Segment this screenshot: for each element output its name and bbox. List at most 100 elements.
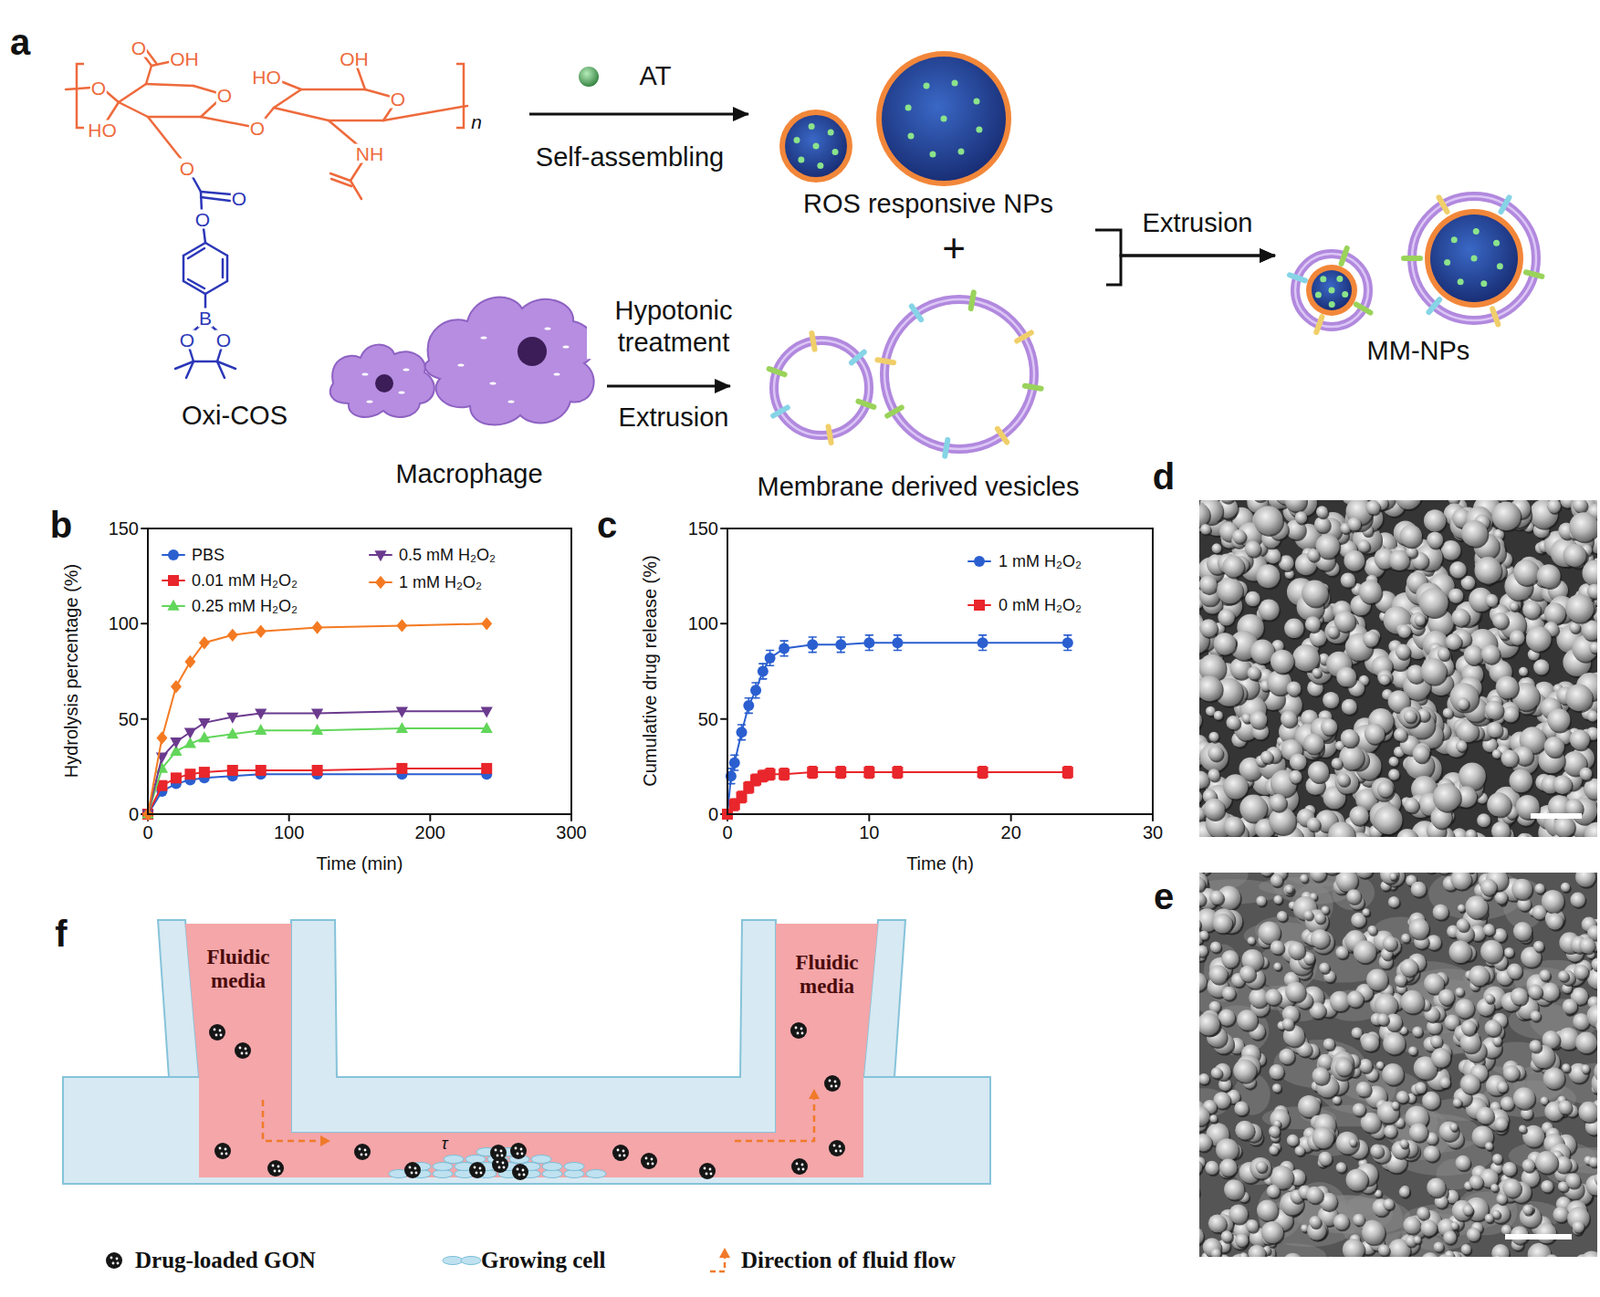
data-marker: [750, 684, 762, 696]
drug-dot: [1493, 240, 1500, 247]
sem-particle: [1341, 699, 1358, 715]
sem-particle: [1419, 587, 1449, 617]
sem-particle: [1504, 947, 1515, 958]
data-marker: [311, 709, 324, 721]
drug-dot: [793, 136, 800, 144]
data-marker: [757, 666, 769, 678]
membrane-protein: [1341, 248, 1348, 264]
sem-particle: [1307, 548, 1319, 561]
sem-particle: [1199, 501, 1210, 527]
sem-particle: [1203, 798, 1225, 820]
data-marker: [977, 766, 989, 778]
sem-particle: [1223, 816, 1245, 837]
drug-dot: [972, 98, 980, 105]
error-bar: [979, 649, 987, 652]
np-shell: [779, 109, 853, 183]
drug-dot: [1319, 275, 1327, 283]
sem-particle: [1449, 561, 1467, 579]
sem-particle: [1322, 691, 1339, 709]
sem-particle: [1464, 829, 1476, 837]
drug-dot: [929, 150, 936, 157]
sem-particle: [1426, 531, 1444, 548]
error-bar: [731, 754, 739, 757]
sem-particle: [1327, 626, 1339, 638]
sem-particle: [1544, 602, 1567, 625]
sem-particle: [1451, 608, 1470, 628]
data-marker: [863, 766, 875, 778]
error-bar: [893, 634, 901, 637]
sem-particle: [1565, 594, 1594, 623]
sem-particle: [1509, 601, 1519, 611]
data-marker: [312, 764, 324, 776]
sem-particle: [1388, 768, 1400, 780]
data-marker: [255, 624, 267, 638]
data-marker: [806, 638, 818, 650]
cell-granule: [490, 381, 497, 385]
membrane-protein: [1024, 386, 1042, 389]
membrane-protein: [1492, 308, 1498, 325]
membrane-protein: [877, 359, 894, 363]
np-core: [784, 115, 848, 178]
data-line: [147, 711, 487, 815]
np-core: [1430, 214, 1518, 303]
sem-particle: [1336, 667, 1357, 688]
error-bar: [759, 662, 767, 665]
np-shell: [876, 51, 1012, 187]
data-marker: [977, 637, 989, 649]
membrane-core: [1411, 196, 1537, 321]
data-marker: [198, 766, 210, 778]
cell-granule: [508, 399, 515, 403]
sem-particle: [1284, 618, 1304, 638]
sem-particle: [1537, 564, 1561, 588]
error-bar: [780, 639, 788, 642]
sem-particle: [1244, 540, 1262, 557]
drug-dot: [832, 148, 839, 156]
sem-particle: [1312, 668, 1322, 678]
sem-particle: [1579, 767, 1592, 781]
sem-particle: [1552, 774, 1572, 795]
sem-particle: [1563, 543, 1587, 567]
data-marker: [170, 679, 182, 693]
ros-nanoparticle: [876, 51, 1012, 187]
axis-tick: [867, 814, 870, 821]
bond-line: [118, 83, 147, 103]
drug-dot: [908, 132, 915, 139]
membrane-protein: [944, 439, 948, 457]
membrane-protein: [811, 333, 815, 350]
data-marker: [226, 727, 239, 739]
sem-particle: [1292, 644, 1319, 671]
sem-particle: [1222, 555, 1245, 578]
data-marker: [481, 616, 492, 630]
membrane-protein: [1403, 255, 1421, 262]
bond-line: [350, 160, 364, 181]
sem-particle: [1307, 816, 1321, 831]
sem-particle: [1200, 523, 1212, 535]
sem-particle: [1217, 608, 1235, 627]
drug-dot: [975, 126, 983, 134]
membrane-ring: [884, 299, 1035, 450]
sem-particle: [1364, 723, 1385, 744]
sem-particle: [1476, 813, 1491, 827]
drug-dot: [1443, 259, 1451, 266]
cell-nucleus: [375, 374, 394, 393]
bond-line: [147, 115, 201, 119]
np-shell: [1306, 264, 1358, 316]
error-bar: [766, 649, 774, 652]
data-marker: [778, 768, 790, 780]
data-marker: [184, 655, 196, 669]
sem-particle: [1289, 752, 1308, 771]
sem-particle: [1249, 711, 1267, 729]
data-marker: [311, 723, 324, 735]
data-marker: [198, 731, 210, 743]
sem-particle: [1365, 500, 1381, 515]
data-marker: [396, 618, 408, 632]
membrane-core: [884, 299, 1035, 450]
error-bar: [780, 655, 788, 658]
sem-particle: [1423, 509, 1446, 532]
bond-line: [188, 279, 205, 289]
plot-frame: [727, 528, 1153, 815]
sem-particle: [1216, 577, 1244, 605]
sem-particle: [1397, 624, 1412, 638]
cell-granule: [563, 345, 570, 348]
sem-particle: [1316, 505, 1329, 518]
